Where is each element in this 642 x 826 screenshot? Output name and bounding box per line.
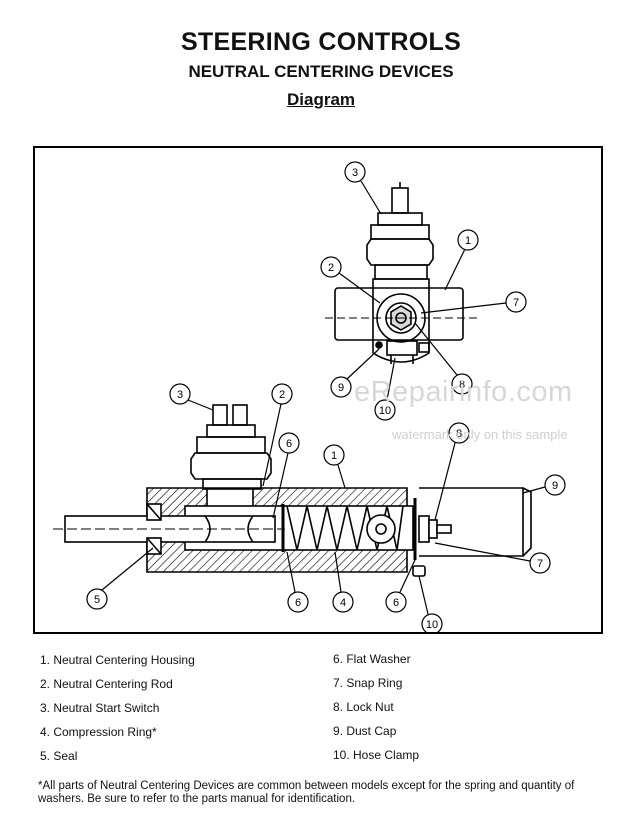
callout-top-8: 8 bbox=[459, 379, 465, 391]
side-view-assembly bbox=[53, 404, 532, 577]
footnote: *All parts of Neutral Centering Devices … bbox=[38, 780, 575, 805]
list-item: 4. Compression Ring* bbox=[40, 725, 157, 739]
callout-side-8: 8 bbox=[456, 428, 462, 440]
list-item: 2. Neutral Centering Rod bbox=[40, 677, 173, 691]
callout-side-10: 10 bbox=[426, 619, 438, 631]
callout-top-10: 10 bbox=[379, 405, 391, 417]
callout-labels: 3 1 2 7 8 9 10 3 2 6 1 9 7 5 6 4 6 10 8 bbox=[94, 167, 558, 631]
list-item: 5. Seal bbox=[40, 749, 78, 763]
callout-side-6b: 6 bbox=[295, 597, 301, 609]
callout-side-7: 7 bbox=[537, 558, 543, 570]
diagram-frame: 3 1 2 7 8 9 10 3 2 6 1 9 7 5 6 4 6 10 8 bbox=[33, 146, 603, 634]
callout-side-9: 9 bbox=[552, 480, 558, 492]
list-item: 10. Hose Clamp bbox=[333, 748, 420, 762]
top-view-assembly bbox=[325, 182, 477, 364]
callout-side-1: 1 bbox=[331, 450, 337, 462]
section-heading: Diagram bbox=[286, 90, 356, 109]
top-view-callouts bbox=[320, 161, 527, 421]
page-subtitle: NEUTRAL CENTERING DEVICES bbox=[188, 62, 454, 81]
list-item: 6. Flat Washer bbox=[333, 652, 411, 666]
page-title: STEERING CONTROLS bbox=[180, 28, 462, 56]
list-item: 8. Lock Nut bbox=[333, 700, 394, 714]
callout-side-2: 2 bbox=[279, 389, 285, 401]
watermark-site: eRepairinfo.com bbox=[354, 376, 573, 408]
callout-top-9: 9 bbox=[338, 382, 344, 394]
side-view-callouts bbox=[86, 383, 566, 632]
callout-side-6a: 6 bbox=[286, 438, 292, 450]
list-item: 1. Neutral Centering Housing bbox=[40, 653, 195, 667]
callout-top-3: 3 bbox=[352, 167, 358, 179]
callout-circle bbox=[344, 161, 366, 183]
callout-top-2: 2 bbox=[328, 262, 334, 274]
callout-side-5: 5 bbox=[94, 594, 100, 606]
neutral-centering-diagram: 3 1 2 7 8 9 10 3 2 6 1 9 7 5 6 4 6 10 8 bbox=[53, 161, 566, 632]
callout-top-1: 1 bbox=[465, 235, 471, 247]
list-item: 3. Neutral Start Switch bbox=[40, 701, 160, 715]
callout-side-4: 4 bbox=[340, 597, 346, 609]
callout-side-3: 3 bbox=[177, 389, 183, 401]
list-item: 9. Dust Cap bbox=[333, 724, 397, 738]
list-item: 7. Snap Ring bbox=[333, 676, 403, 690]
watermark-note: watermark only on this sample bbox=[392, 427, 568, 442]
callout-top-7: 7 bbox=[513, 297, 519, 309]
callout-side-6c: 6 bbox=[393, 597, 399, 609]
